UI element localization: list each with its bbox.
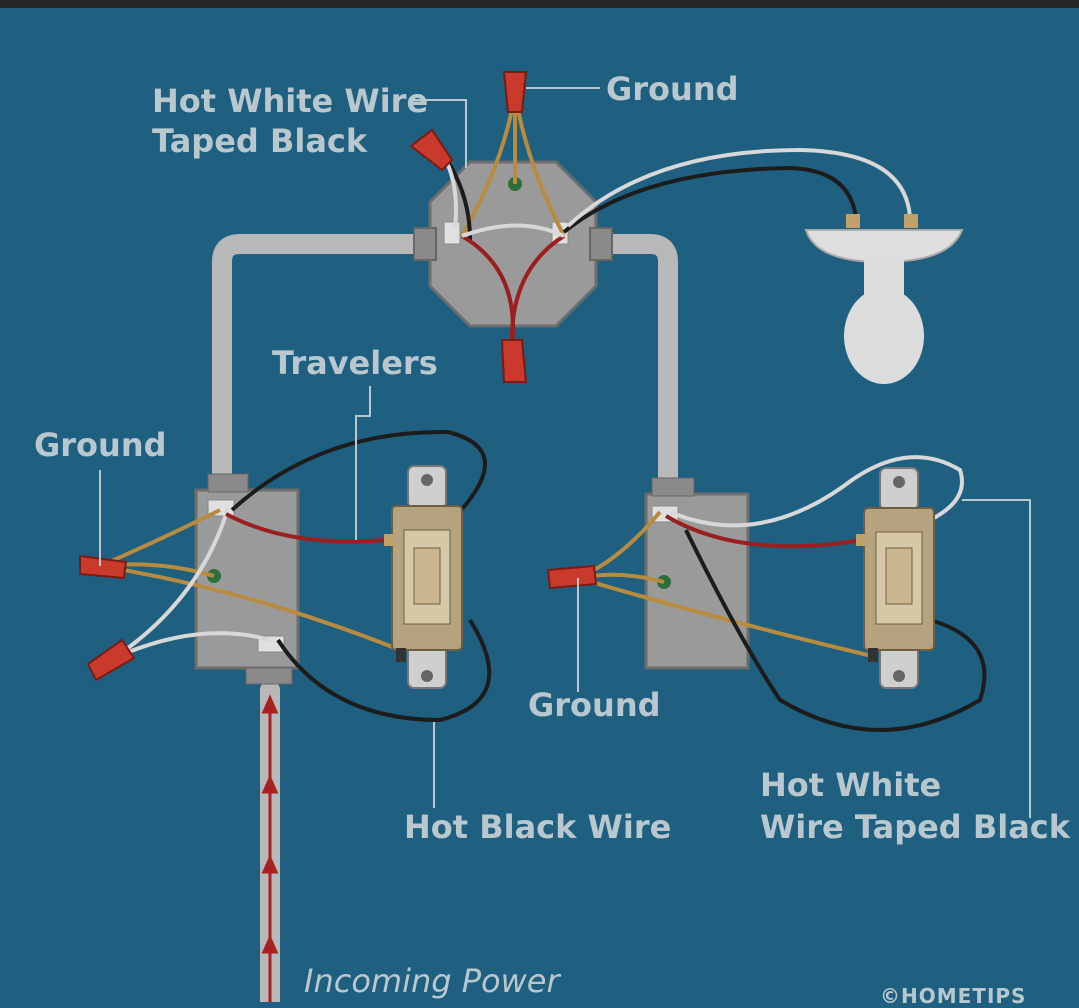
label-hot-white-right: Hot White [760,766,942,804]
label-taped-black-right: Wire Taped Black [760,808,1071,846]
label-taped-black-top: Taped Black [152,122,368,160]
right-switch-box [644,477,750,670]
label-ground-top: Ground [606,70,739,108]
label-travelers: Travelers [272,344,438,382]
label-incoming-power: Incoming Power [304,962,560,1000]
three-way-switch-icon [384,465,463,689]
wire-nut-icon [546,564,598,590]
label-hot-black-wire: Hot Black Wire [404,808,672,846]
label-leader-lines [99,87,1031,818]
credit-watermark: ©HOMETIPS [880,984,1027,1008]
three-way-switch-icon [856,467,935,689]
label-ground-middle: Ground [528,686,661,724]
power-arrow-icon [261,694,279,1002]
left-switch-wires [99,429,492,723]
light-bulb-icon [804,214,964,384]
top-border [0,0,1079,8]
junction-box-icon [413,160,613,328]
label-ground-left: Ground [34,426,167,464]
wire-nut-icon [79,554,136,682]
wire-nut-icon [409,71,528,383]
left-switch-box [194,473,300,685]
label-hot-white-wire-top: Hot White Wire [152,82,429,120]
